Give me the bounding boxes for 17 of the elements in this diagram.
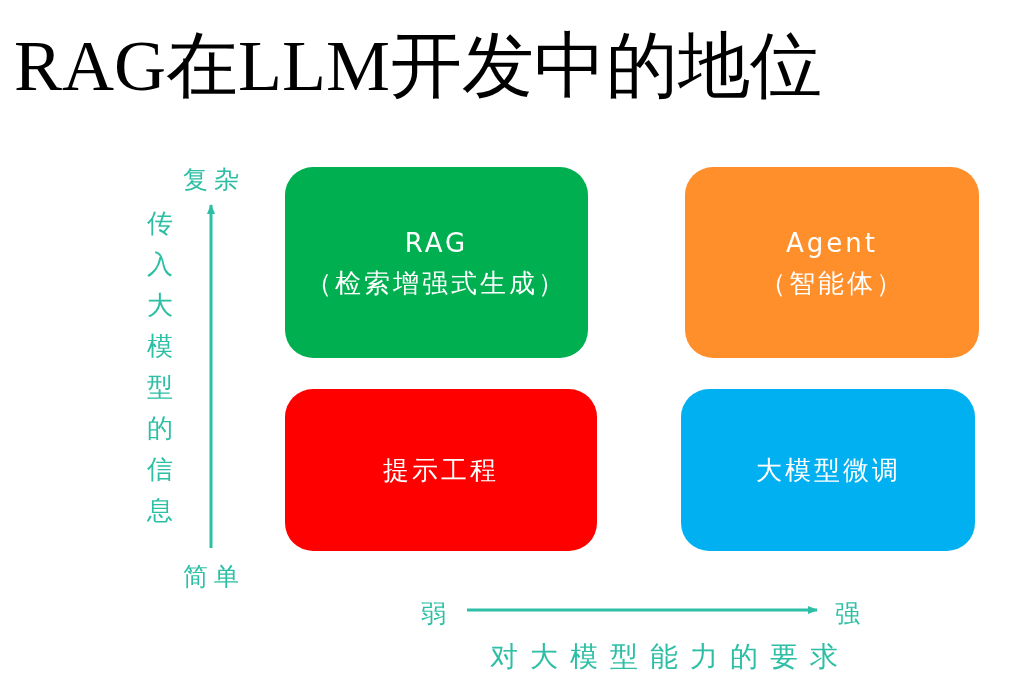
quadrant-box bbox=[285, 389, 597, 551]
box-text: 大模型微调 bbox=[755, 454, 901, 487]
box-heading: Agent bbox=[786, 226, 878, 260]
quadrant-box bbox=[685, 167, 979, 358]
box-text: 提示工程 bbox=[383, 454, 499, 487]
box-heading: RAG bbox=[404, 226, 469, 260]
box-text: （检索增强式生成） bbox=[306, 266, 567, 300]
axis-end-label: 强 bbox=[835, 598, 866, 630]
axis-title: 对大模型能力的要求 bbox=[490, 639, 850, 675]
axis-end-label: 弱 bbox=[421, 598, 452, 630]
title: RAG在LLM开发中的地位 bbox=[14, 25, 822, 108]
quadrant-box bbox=[681, 389, 975, 551]
box-text: （智能体） bbox=[759, 266, 905, 300]
axis-title: 传入大模型的信息 bbox=[147, 207, 174, 527]
axis-end-label: 简单 bbox=[183, 561, 245, 593]
quadrant-box bbox=[285, 167, 588, 358]
axis-end-label: 复杂 bbox=[183, 164, 245, 196]
